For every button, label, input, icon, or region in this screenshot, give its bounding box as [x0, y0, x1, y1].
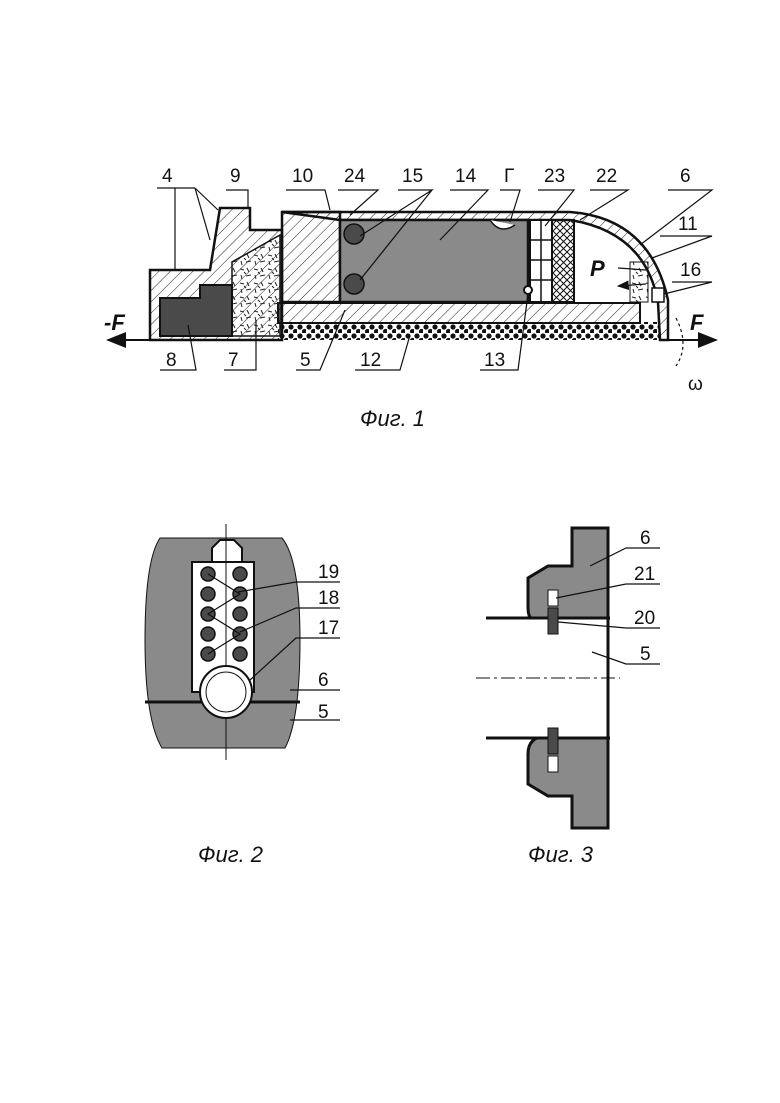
label-8: 8	[166, 350, 177, 371]
label-5: 5	[300, 350, 311, 371]
label-17: 17	[318, 618, 339, 639]
figure-1: 4 9 10 24 15 14 Г 23 22 6 11 16 8 7 5 12…	[104, 166, 716, 431]
ball-17	[200, 666, 252, 718]
label-22: 22	[596, 166, 617, 187]
label-16: 16	[680, 260, 701, 281]
label-14: 14	[455, 166, 477, 187]
piston-10	[282, 212, 340, 302]
force-left-label: -F	[104, 310, 125, 335]
valve-13	[524, 286, 532, 294]
figure-2: 19 18 17 6 5 Фиг. 2	[145, 524, 340, 867]
figure-3: 6 21 20 5 Фиг. 3	[476, 528, 660, 867]
label-6-fig2: 6	[318, 670, 329, 691]
element-11	[630, 262, 648, 302]
label-10: 10	[292, 166, 313, 187]
label-5-fig3: 5	[640, 644, 651, 665]
label-21: 21	[634, 564, 655, 585]
housing-6-fig3-top	[528, 528, 608, 626]
label-19: 19	[318, 562, 339, 583]
ball-15-bottom	[344, 274, 364, 294]
label-5-fig2: 5	[318, 702, 329, 723]
filter-22	[552, 220, 574, 302]
omega-label: ω	[688, 374, 703, 395]
layer-12	[278, 322, 660, 340]
label-15: 15	[402, 166, 423, 187]
label-6: 6	[680, 166, 691, 187]
shaft-5	[278, 303, 640, 323]
housing-6-fig3-bottom	[528, 736, 608, 828]
chamber-14	[340, 220, 528, 302]
label-20: 20	[634, 608, 655, 629]
force-right-label: F	[690, 310, 704, 335]
caption-fig1: Фиг. 1	[360, 406, 425, 431]
label-7: 7	[228, 350, 239, 371]
label-g: Г	[504, 166, 514, 187]
pressure-label: P	[590, 256, 605, 281]
ball-15-top	[344, 224, 364, 244]
label-12: 12	[360, 350, 381, 371]
key-20-bottom	[548, 728, 558, 754]
element-16	[652, 288, 664, 302]
key-20-top	[548, 608, 558, 634]
label-24: 24	[344, 166, 366, 187]
label-4: 4	[162, 166, 173, 187]
key-21-bottom	[548, 756, 558, 772]
label-23: 23	[544, 166, 565, 187]
caption-fig3: Фиг. 3	[528, 842, 594, 867]
label-11: 11	[678, 214, 698, 235]
label-9: 9	[230, 166, 241, 187]
label-6-fig3: 6	[640, 528, 651, 549]
label-13: 13	[484, 350, 505, 371]
caption-fig2: Фиг. 2	[198, 842, 263, 867]
label-18: 18	[318, 588, 339, 609]
